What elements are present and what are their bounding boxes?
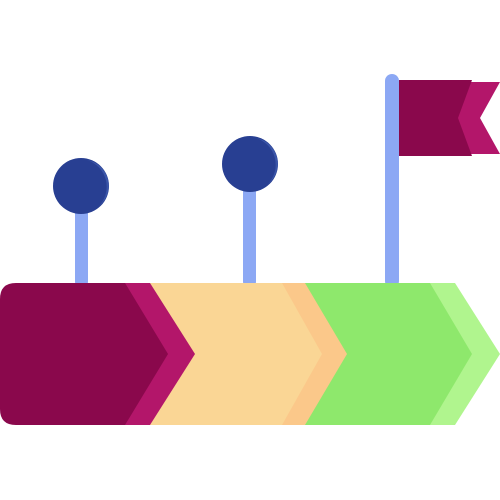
pin-head-highlight [87,160,109,206]
pin-stem [243,178,256,288]
flag-body [399,80,472,156]
milestone-pin-1 [53,158,109,288]
segment-green [300,283,472,425]
pin-head [222,136,278,192]
milestone-pin-2 [222,136,278,288]
pin-head [53,158,109,214]
pin-stem [75,200,88,288]
pin-head-highlight [256,138,278,184]
segment-maroon [0,283,168,425]
segment-peach [150,283,322,425]
milestone-flag [385,74,500,288]
timeline-bar [0,283,500,425]
flag-pole [385,74,399,288]
